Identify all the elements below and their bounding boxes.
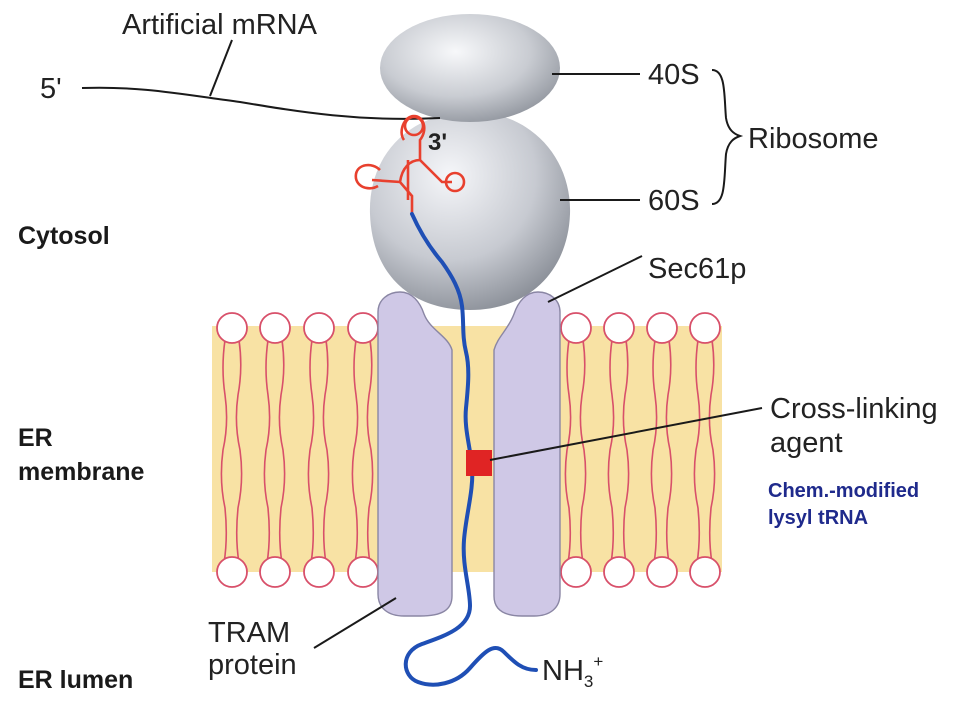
lipid-tails xyxy=(220,339,716,564)
ribosome-bracket xyxy=(711,69,744,205)
label-60s: 60S xyxy=(648,185,700,217)
label-chem-modified-line2: lysyl tRNA xyxy=(768,507,868,529)
label-tram-line1: TRAM xyxy=(208,617,290,649)
leader-tram xyxy=(313,597,397,649)
label-40s: 40S xyxy=(648,59,700,91)
channel-left-half xyxy=(377,291,453,617)
ribosome-40s-subunit xyxy=(380,14,560,122)
label-five-prime: 5' xyxy=(40,73,62,105)
lipid-heads xyxy=(216,312,721,588)
leader-crosslink xyxy=(489,407,763,461)
label-er-lumen: ER lumen xyxy=(18,666,133,694)
mrna-strand xyxy=(81,86,441,120)
label-cytosol: Cytosol xyxy=(18,222,110,250)
label-crosslink-line2: agent xyxy=(770,427,843,459)
label-crosslink-line1: Cross-linking xyxy=(770,393,938,425)
label-nh3-superscript: + xyxy=(593,652,603,671)
label-er-membrane-line2: membrane xyxy=(18,458,145,486)
label-nh3: NH3+ xyxy=(542,652,603,691)
label-three-prime: 3' xyxy=(428,129,447,156)
label-artificial-mrna: Artificial mRNA xyxy=(122,9,318,41)
nascent-polypeptide xyxy=(403,212,538,687)
ribosome-60s-subunit xyxy=(369,111,571,310)
label-ribosome: Ribosome xyxy=(748,123,879,155)
channel-right-half xyxy=(493,291,561,617)
leader-mrna xyxy=(209,39,233,97)
label-er-membrane-line1: ER xyxy=(18,424,53,452)
label-nh3-subscript: 3 xyxy=(584,672,593,691)
label-tram-line2: protein xyxy=(208,649,297,681)
label-chem-modified-line1: Chem.-modified xyxy=(768,480,919,502)
leader-sec61p xyxy=(547,255,643,303)
label-sec61p: Sec61p xyxy=(648,253,746,285)
trna-cloverleaf xyxy=(354,114,466,214)
cross-linking-agent-mark xyxy=(466,450,492,476)
label-nh3-base: NH xyxy=(542,655,584,687)
